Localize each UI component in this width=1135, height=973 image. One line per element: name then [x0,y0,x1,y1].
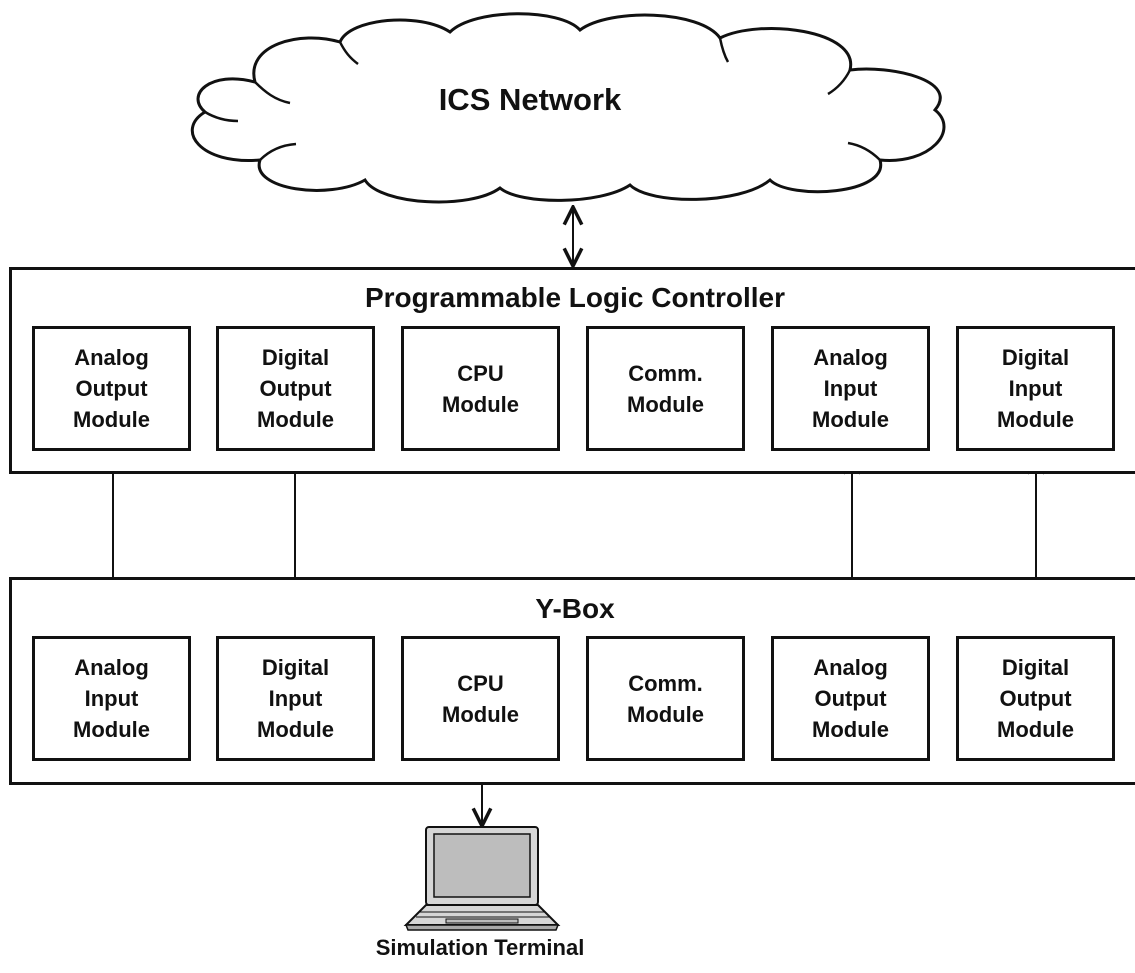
cloud-label: ICS Network [438,82,622,117]
plc-panel: Programmable Logic Controller [9,267,1135,474]
plc-title: Programmable Logic Controller [364,282,786,313]
plc-digital-input-module: Digital Input Module [956,326,1115,451]
ybox-analog-input-module: Analog Input Module [32,636,191,761]
ybox-title: Y-Box [535,593,615,624]
plc-analog-input-module: Analog Input Module [771,326,930,451]
plc-digital-output-module: Digital Output Module [216,326,375,451]
plc-cpu-module: CPU Module [401,326,560,451]
ybox-comm-module: Comm. Module [586,636,745,761]
plc-analog-output-module: Analog Output Module [32,326,191,451]
plc-comm-module: Comm. Module [586,326,745,451]
terminal-label: Simulation Terminal [375,935,585,960]
laptop-icon [403,826,561,931]
ybox-panel: Y-Box [9,577,1135,785]
ybox-digital-input-module: Digital Input Module [216,636,375,761]
ybox-cpu-module: CPU Module [401,636,560,761]
ybox-analog-output-module: Analog Output Module [771,636,930,761]
ics-network-cloud [191,12,946,204]
ybox-digital-output-module: Digital Output Module [956,636,1115,761]
